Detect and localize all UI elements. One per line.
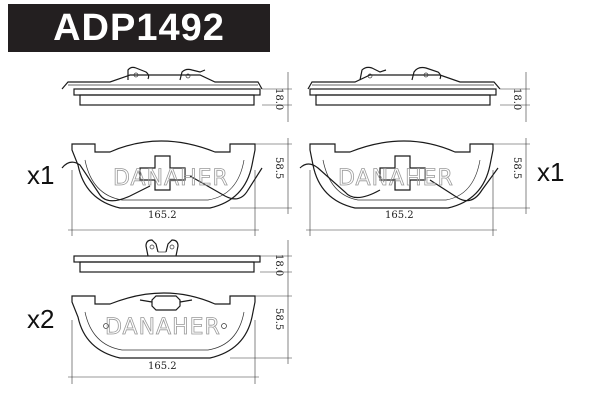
quantity-top-right: x1 <box>537 157 565 187</box>
dimension-height-bottom: 58.5 <box>230 290 292 364</box>
part-number-title: ADP1492 <box>53 7 225 49</box>
dimension-thickness-bottom: 18.0 <box>260 240 292 290</box>
dimension-height-top-left: 58.5 <box>230 138 292 214</box>
dimension-width-bottom: 165.2 <box>68 320 259 384</box>
width-label-top-right: 165.2 <box>385 210 414 221</box>
dimension-height-top-right: 58.5 <box>470 138 530 214</box>
pad-top-left-front-view: DANAHER <box>61 140 263 209</box>
width-label-bottom: 165.2 <box>148 361 177 372</box>
dimension-thickness-top-left: 18.0 <box>262 72 292 122</box>
dimension-width-top-right: 165.2 <box>306 170 497 236</box>
thickness-label-top-right: 18.0 <box>511 88 522 110</box>
pad-top-right-side-view <box>307 66 501 106</box>
height-label-top-left: 58.5 <box>273 157 284 179</box>
title-box: ADP1492 <box>8 4 270 52</box>
watermark-bottom: DANAHER <box>105 315 221 340</box>
quantity-bottom: x2 <box>27 304 55 334</box>
pad-top-right-front-view: DANAHER <box>299 140 499 209</box>
watermark-top-left: DANAHER <box>113 166 229 191</box>
height-label-bottom: 58.5 <box>273 308 284 330</box>
dimension-width-top-left: 165.2 <box>68 170 259 236</box>
width-label-top-left: 165.2 <box>148 210 177 221</box>
quantity-top-left: x1 <box>27 160 55 190</box>
thickness-label-top-left: 18.0 <box>273 88 284 110</box>
height-label-top-right: 58.5 <box>511 157 522 179</box>
watermark-top-right: DANAHER <box>338 166 454 191</box>
dimension-thickness-top-right: 18.0 <box>500 72 530 122</box>
pad-bottom-side-view <box>73 239 261 273</box>
pad-bottom-front-view: DANAHER <box>71 292 256 359</box>
thickness-label-bottom: 18.0 <box>273 254 284 276</box>
pad-top-left-side-view <box>61 66 263 106</box>
